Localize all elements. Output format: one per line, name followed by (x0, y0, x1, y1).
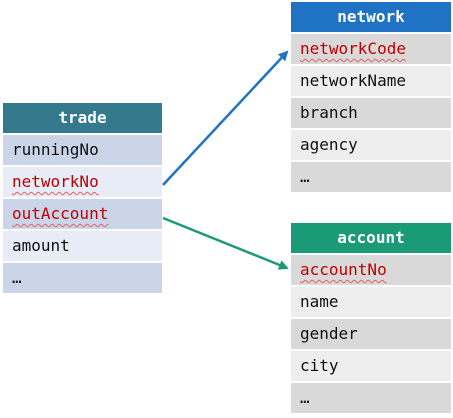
network-field-branch: branch (291, 96, 451, 128)
account-table-header: account (291, 223, 451, 253)
account-field-gender: gender (291, 317, 451, 349)
trade-table: trade runningNo networkNo outAccount amo… (3, 103, 162, 293)
network-field-more: … (291, 160, 451, 192)
account-field-city: city (291, 349, 451, 381)
account-table: account accountNo name gender city … (291, 223, 451, 413)
network-field-agency: agency (291, 128, 451, 160)
trade-field-runningno: runningNo (3, 133, 162, 165)
network-table: network networkCode networkName branch a… (291, 2, 451, 192)
trade-table-header: trade (3, 103, 162, 133)
trade-field-outaccount: outAccount (3, 197, 162, 229)
arrow-networkno-to-networkcode (162, 50, 289, 186)
account-field-accountno: accountNo (291, 253, 451, 285)
trade-field-more: … (3, 261, 162, 293)
account-field-more: … (291, 381, 451, 413)
trade-field-amount: amount (3, 229, 162, 261)
network-field-networkcode: networkCode (291, 32, 451, 64)
network-field-networkname: networkName (291, 64, 451, 96)
arrow-outaccount-to-accountno (162, 216, 289, 270)
account-field-name: name (291, 285, 451, 317)
trade-field-networkno: networkNo (3, 165, 162, 197)
network-table-header: network (291, 2, 451, 32)
